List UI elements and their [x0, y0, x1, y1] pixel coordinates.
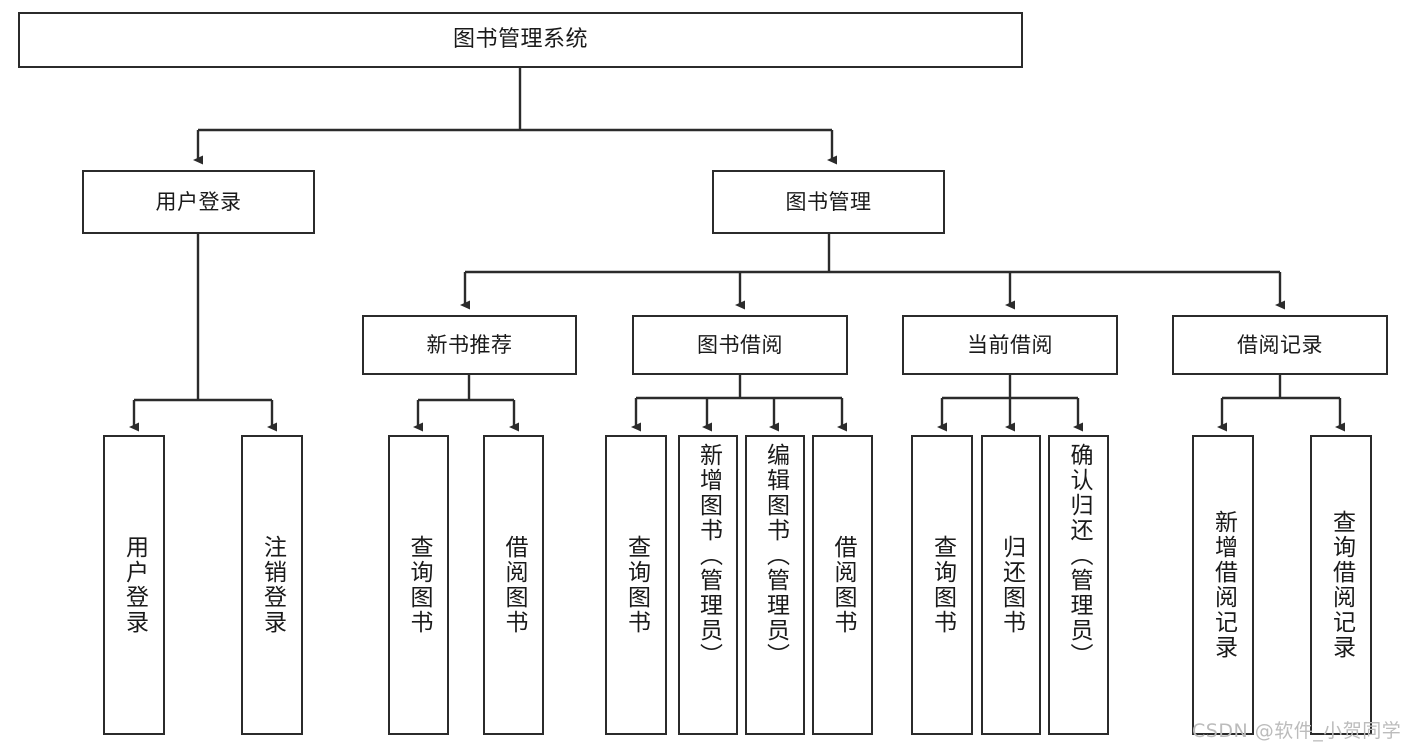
leaf-user-login[interactable]: 用户登录 — [103, 435, 165, 735]
node-label: 查询图书 — [623, 535, 650, 635]
node-label: 用户登录 — [155, 189, 242, 214]
leaf-return-book[interactable]: 归还图书 — [981, 435, 1041, 735]
node-label: 借阅记录 — [1237, 332, 1323, 357]
node-book-management[interactable]: 图书管理 — [712, 170, 945, 234]
node-label: 新增图书（管理员） — [695, 443, 722, 668]
leaf-user-logout[interactable]: 注销登录 — [241, 435, 303, 735]
node-label: 用户登录 — [121, 535, 148, 635]
node-label: 图书管理系统 — [452, 27, 588, 53]
leaf-confirm-return-admin[interactable]: 确认归还（管理员） — [1048, 435, 1109, 735]
node-label: 图书借阅 — [697, 332, 783, 357]
node-label: 新增借阅记录 — [1210, 510, 1237, 660]
node-label: 查询图书 — [406, 535, 432, 635]
leaf-add-book-admin[interactable]: 新增图书（管理员） — [678, 435, 738, 735]
node-label: 借阅图书 — [830, 535, 856, 635]
csdn-watermark: CSDN @软件_小贺同学 — [1192, 720, 1402, 742]
leaf-query-book-new[interactable]: 查询图书 — [388, 435, 449, 735]
leaf-query-book-borrow[interactable]: 查询图书 — [605, 435, 667, 735]
node-user-login[interactable]: 用户登录 — [82, 170, 315, 234]
node-label: 归还图书 — [998, 535, 1025, 635]
node-label: 新书推荐 — [426, 332, 513, 357]
node-new-book-recommend[interactable]: 新书推荐 — [362, 315, 577, 375]
node-label: 当前借阅 — [967, 332, 1053, 357]
leaf-add-borrow-record[interactable]: 新增借阅记录 — [1192, 435, 1254, 735]
node-label: 借阅图书 — [501, 535, 527, 635]
node-label: 查询图书 — [929, 535, 956, 635]
node-label: 编辑图书（管理员） — [762, 443, 789, 668]
node-label: 图书管理 — [785, 189, 872, 214]
node-root-system[interactable]: 图书管理系统 — [18, 12, 1023, 68]
node-book-borrow[interactable]: 图书借阅 — [632, 315, 848, 375]
leaf-borrow-book-new[interactable]: 借阅图书 — [483, 435, 544, 735]
node-label: 确认归还（管理员） — [1066, 443, 1092, 668]
node-label: 注销登录 — [259, 535, 286, 635]
leaf-edit-book-admin[interactable]: 编辑图书（管理员） — [745, 435, 805, 735]
leaf-borrow-book-borrow[interactable]: 借阅图书 — [812, 435, 873, 735]
node-borrow-record[interactable]: 借阅记录 — [1172, 315, 1388, 375]
node-label: 查询借阅记录 — [1328, 510, 1355, 660]
node-current-borrow[interactable]: 当前借阅 — [902, 315, 1118, 375]
leaf-query-borrow-record[interactable]: 查询借阅记录 — [1310, 435, 1372, 735]
leaf-query-book-current[interactable]: 查询图书 — [911, 435, 973, 735]
